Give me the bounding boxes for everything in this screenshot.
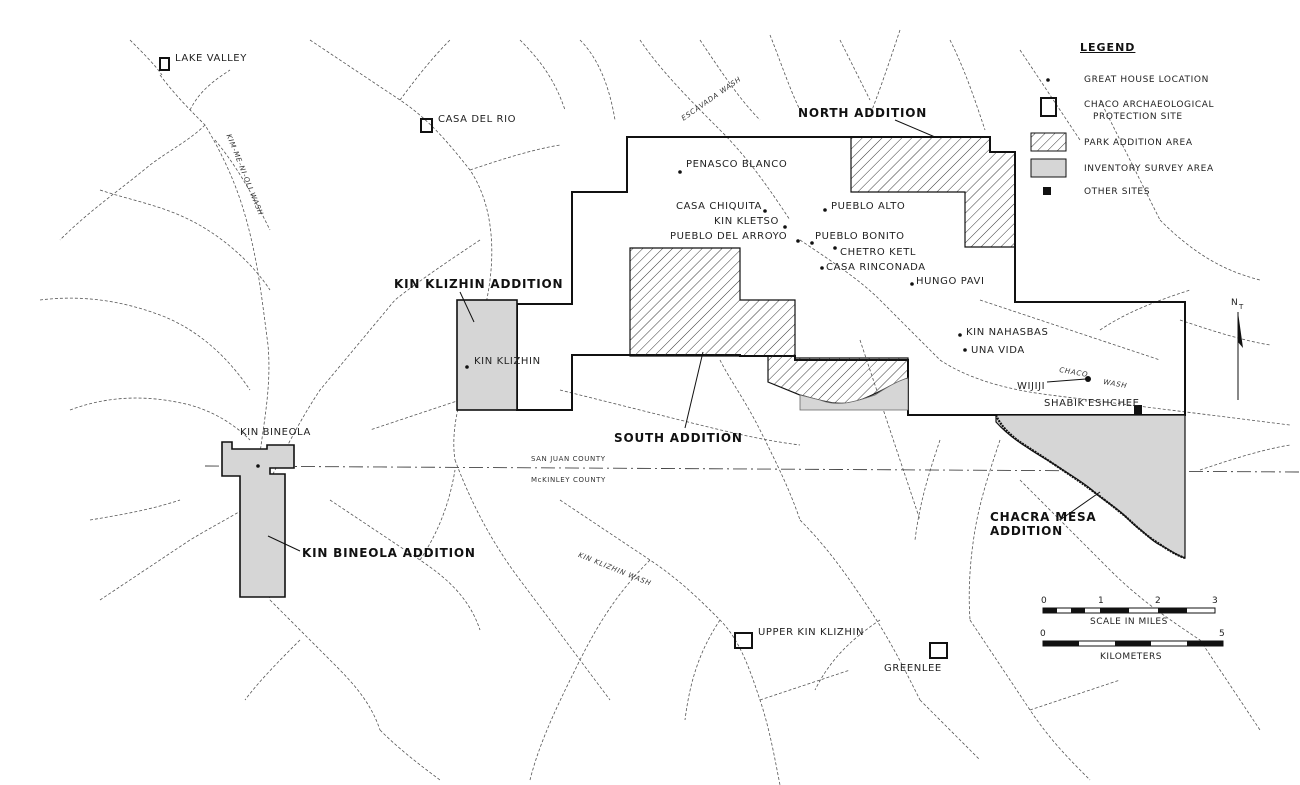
legend-great-house: GREAT HOUSE LOCATION [1084,75,1209,85]
scale-miles-1: 1 [1098,596,1105,606]
pueblo-bonito-label: PUEBLO BONITO [815,231,905,242]
kin-klizhin-addition-label: KIN KLIZHIN ADDITION [394,277,564,291]
wijiji-label: WIJIJI [1017,381,1046,392]
kin-nahasbas-label: KIN NAHASBAS [966,327,1049,338]
chacra-mesa-label-1: CHACRA MESA [990,510,1097,524]
pueblo-del-arroyo-label: PUEBLO DEL ARROYO [670,231,788,242]
north-arrow-t: T [1239,303,1244,311]
shabik-label: SHABIK'ESHCHEE [1044,398,1140,409]
north-arrow [1237,312,1243,400]
greenlee-label: GREENLEE [884,663,942,674]
scale-km-5: 5 [1219,629,1226,639]
kin-klizhin-label: KIN KLIZHIN [474,356,541,367]
kin-kletso-label: KIN KLETSO [714,216,779,227]
mckinley-county-label: McKINLEY COUNTY [531,476,606,484]
leader-lines [267,119,1101,552]
scale-miles-0: 0 [1041,596,1048,606]
legend-inventory-survey: INVENTORY SURVEY AREA [1084,164,1214,174]
chacra-mesa-escarpment [994,414,1186,560]
kin-klizhin-addition-area [456,299,518,411]
hungo-pavi-label: HUNGO PAVI [916,276,985,287]
north-arrow-n: N [1231,298,1239,308]
kin-bineola-label: KIN BINEOLA [240,427,311,438]
lake-valley-label: LAKE VALLEY [175,53,247,64]
scale-km-0: 0 [1040,629,1047,639]
protection-site-squares [159,57,948,659]
south-addition-survey [799,377,909,411]
legend-protection-site: CHACO ARCHAEOLOGICAL [1084,100,1215,110]
scale-bars [1042,607,1224,647]
scale-miles-label: SCALE IN MILES [1090,617,1168,627]
chetro-ketl-label: CHETRO KETL [840,247,917,258]
casa-del-rio-label: CASA DEL RIO [438,114,517,125]
pueblo-alto-label: PUEBLO ALTO [831,201,906,212]
legend-symbols [1030,78,1067,195]
shabik-other-site [1134,405,1142,414]
scale-km-label: KILOMETERS [1100,652,1162,662]
casa-chiquita-label: CASA CHIQUITA [676,201,762,212]
south-addition-label: SOUTH ADDITION [614,431,743,445]
legend-park-addition: PARK ADDITION AREA [1084,138,1193,148]
legend-other-sites: OTHER SITES [1084,187,1151,197]
san-juan-county-label: SAN JUAN COUNTY [531,455,606,463]
chacra-mesa-label-2: ADDITION [990,524,1063,538]
north-addition-area [850,136,1016,248]
great-house-dots [256,170,1091,468]
una-vida-label: UNA VIDA [971,345,1025,356]
upper-kin-klizhin-label: UPPER KIN KLIZHIN [758,627,865,638]
scale-miles-3: 3 [1212,596,1219,606]
scale-miles-2: 2 [1155,596,1162,606]
legend-protection-site-2: PROTECTION SITE [1093,112,1183,122]
north-addition-label: NORTH ADDITION [798,106,928,120]
casa-rinconada-label: CASA RINCONADA [826,262,926,273]
penasco-blanco-label: PENASCO BLANCO [686,159,788,170]
kin-bineola-addition-area [221,441,295,598]
legend-title: LEGEND [1080,41,1136,54]
kin-bineola-addition-label: KIN BINEOLA ADDITION [302,546,476,560]
